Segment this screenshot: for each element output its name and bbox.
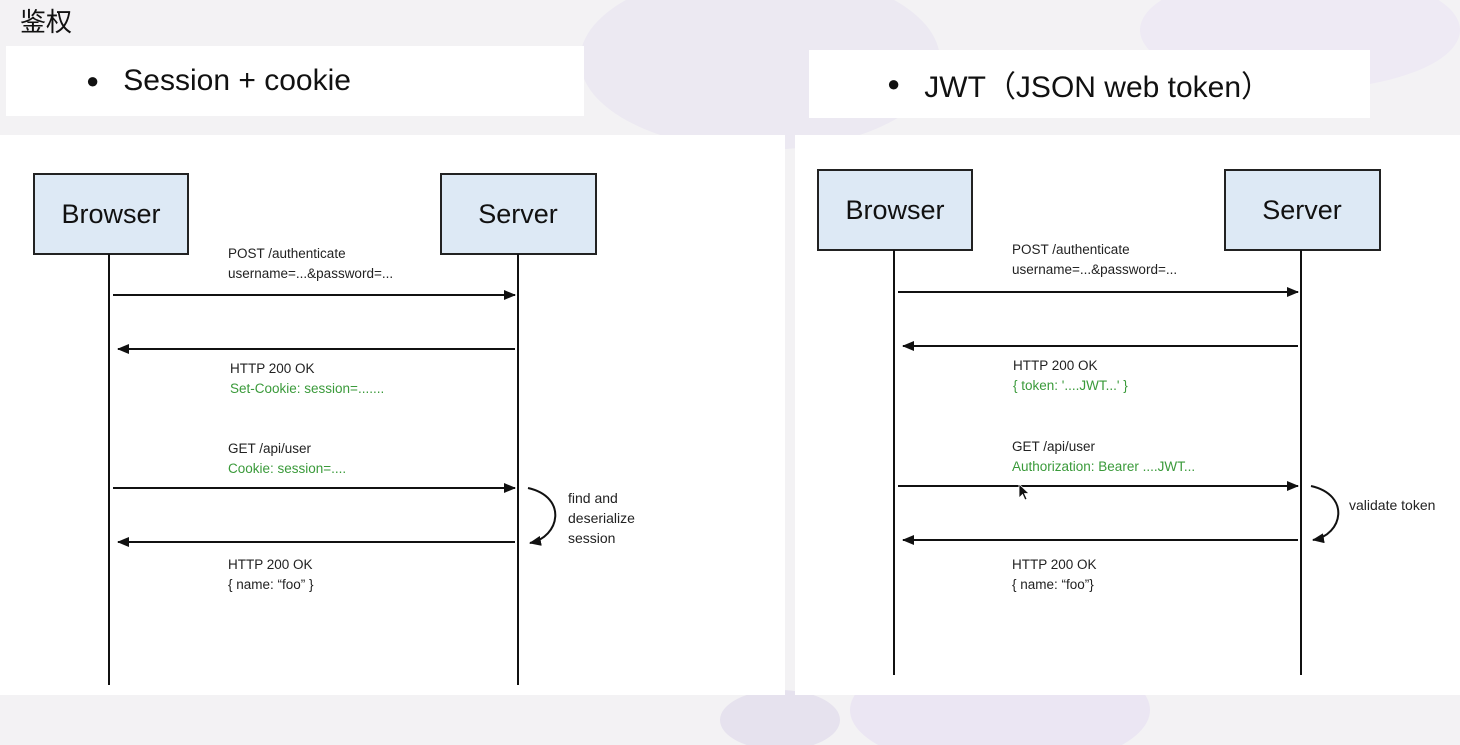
msg-token-body: { token: '....JWT...' }	[1013, 378, 1128, 393]
msg-cookie-header: Cookie: session=....	[228, 461, 346, 476]
msg-post-authenticate: POST /authenticate	[1012, 242, 1130, 257]
server-box	[440, 173, 597, 255]
jwt-diagram: Browser Server POST /authenticate userna…	[795, 135, 1460, 695]
msg-get-user: GET /api/user	[228, 441, 312, 456]
msg-credentials: username=...&password=...	[228, 266, 393, 281]
server-box	[1224, 169, 1381, 251]
msg-http-200: HTTP 200 OK	[230, 361, 315, 376]
bullet-jwt: ● JWT（JSON web token）	[809, 50, 1370, 118]
msg-user-json: { name: “foo” }	[228, 577, 314, 592]
bullet-label: Session + cookie	[123, 64, 351, 97]
bullet-session-cookie: ● Session + cookie	[6, 46, 584, 116]
msg-set-cookie: Set-Cookie: session=.......	[230, 381, 384, 396]
browser-box	[33, 173, 189, 255]
browser-label: Browser	[61, 199, 160, 229]
msg-http-200-final: HTTP 200 OK	[228, 557, 313, 572]
msg-get-user: GET /api/user	[1012, 439, 1096, 454]
msg-http-200-final: HTTP 200 OK	[1012, 557, 1097, 572]
self-process-arrow	[527, 487, 557, 546]
note-session: session	[568, 530, 615, 546]
browser-label: Browser	[845, 195, 944, 225]
msg-http-200: HTTP 200 OK	[1013, 358, 1098, 373]
server-label: Server	[478, 199, 558, 229]
mouse-cursor-icon	[1018, 483, 1031, 501]
bullet-dot-icon: ●	[86, 68, 100, 93]
server-label: Server	[1262, 195, 1342, 225]
bullet-dot-icon: ●	[887, 71, 901, 96]
msg-user-json: { name: “foo”}	[1012, 577, 1094, 592]
msg-authorization-header: Authorization: Bearer ....JWT...	[1012, 459, 1195, 474]
msg-credentials: username=...&password=...	[1012, 262, 1177, 277]
session-cookie-diagram: Browser Server POST /authenticate userna…	[0, 135, 785, 695]
msg-post-authenticate: POST /authenticate	[228, 246, 346, 261]
note-validate-token: validate token	[1349, 497, 1435, 513]
bullet-label: JWT（JSON web token）	[924, 71, 1272, 104]
self-process-arrow	[1310, 485, 1340, 544]
note-find-and: find and	[568, 490, 618, 506]
browser-box	[817, 169, 973, 251]
note-deserialize: deserialize	[568, 510, 635, 526]
slide-title: 鉴权	[20, 8, 73, 38]
